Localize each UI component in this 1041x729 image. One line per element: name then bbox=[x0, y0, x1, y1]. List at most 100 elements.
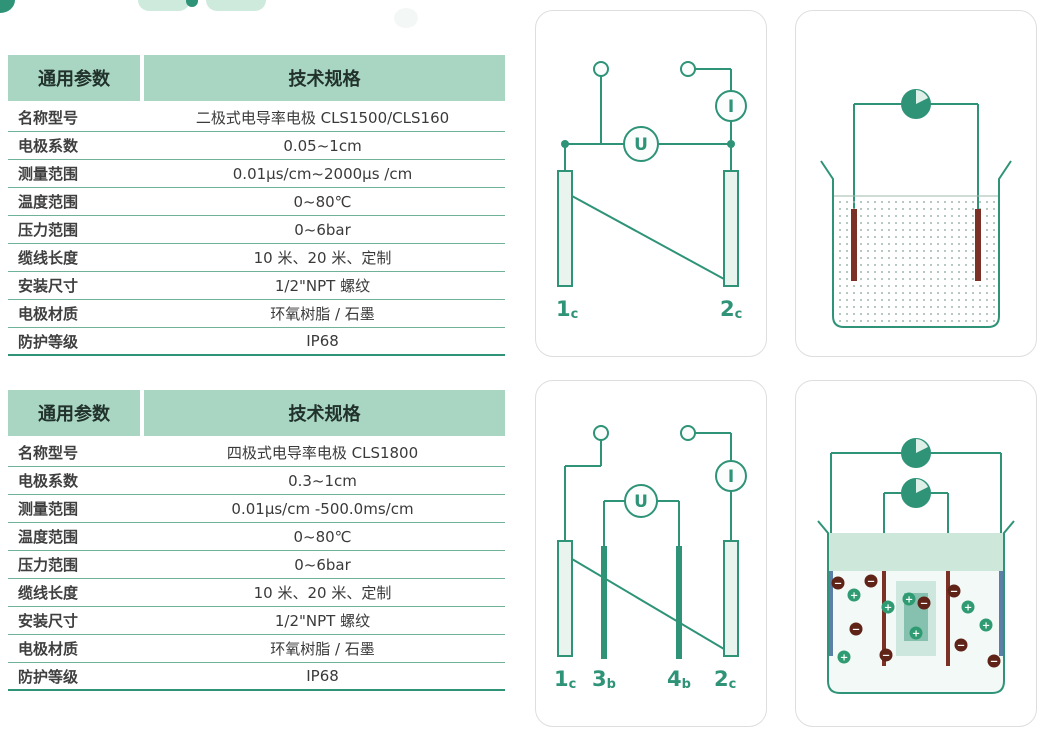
liquid-surface-band bbox=[828, 533, 1004, 571]
ammeter-label: I bbox=[728, 97, 734, 117]
terminal-icon bbox=[593, 425, 609, 441]
positive-ion: + bbox=[902, 592, 916, 606]
electrode-label-1c: 1c bbox=[556, 297, 578, 322]
table-row: 名称型号 四极式电导率电极 CLS1800 bbox=[8, 439, 505, 467]
svg-text:−: − bbox=[852, 625, 860, 636]
table-row: 防护等级 IP68 bbox=[8, 663, 505, 691]
spec-label: 名称型号 bbox=[18, 444, 79, 462]
electrode-right bbox=[975, 209, 981, 281]
electrode-4b bbox=[676, 546, 682, 659]
spec-label: 电极系数 bbox=[18, 472, 79, 490]
negative-ion: − bbox=[954, 638, 968, 652]
positive-ion: + bbox=[837, 650, 851, 664]
spec-value: 0~6bar bbox=[294, 555, 351, 574]
electrode-label-3b: 3b bbox=[592, 667, 616, 692]
table-row: 缆线长度 10 米、20 米、定制 bbox=[8, 579, 505, 607]
table-header: 通用参数 技术规格 bbox=[8, 390, 505, 436]
spec-value: 1/2"NPT 螺纹 bbox=[274, 277, 371, 295]
meter-gauge-icon bbox=[901, 478, 931, 508]
spec-value: 0.01μs/cm~2000μs /cm bbox=[232, 164, 413, 183]
decorative-blob bbox=[138, 0, 190, 11]
spec-value: 0~6bar bbox=[294, 220, 351, 239]
svg-text:+: + bbox=[850, 591, 858, 602]
electrode-1c bbox=[557, 540, 573, 657]
header-param-col: 通用参数 bbox=[8, 55, 140, 101]
liquid-region bbox=[834, 196, 998, 325]
positive-ion: + bbox=[909, 626, 923, 640]
meter-gauge-icon bbox=[901, 438, 931, 468]
outer-electrode-right bbox=[999, 571, 1003, 656]
svg-text:+: + bbox=[982, 621, 990, 632]
spec-value: 四极式电导率电极 CLS1800 bbox=[226, 444, 419, 462]
spec-label: 电极系数 bbox=[18, 137, 79, 155]
negative-ion: − bbox=[987, 654, 1001, 668]
junction-node bbox=[561, 140, 569, 148]
spec-label: 防护等级 bbox=[18, 332, 79, 351]
electrode-left bbox=[851, 209, 857, 281]
spec-value: 10 米、20 米、定制 bbox=[253, 584, 392, 602]
terminal-icon bbox=[593, 61, 609, 77]
spec-label: 测量范围 bbox=[18, 165, 79, 183]
spec-label: 测量范围 bbox=[18, 500, 79, 518]
voltmeter-label: U bbox=[634, 135, 648, 155]
voltmeter-label: U bbox=[634, 492, 648, 512]
table-row: 测量范围 0.01μs/cm~2000μs /cm bbox=[8, 160, 505, 188]
negative-ion: − bbox=[917, 596, 931, 610]
four-pole-circuit-diagram: I U 1c 3b 4b 2c bbox=[554, 425, 747, 692]
spec-label: 缆线长度 bbox=[18, 584, 79, 602]
two-pole-tank-diagram bbox=[820, 89, 1012, 328]
spec-label: 压力范围 bbox=[18, 556, 79, 574]
corner-decoration bbox=[0, 0, 15, 13]
liquid-region bbox=[828, 533, 1004, 693]
svg-text:−: − bbox=[882, 651, 890, 662]
negative-ion: − bbox=[879, 648, 893, 662]
four-pole-tank-diagram: − + − + − + − + − + − + − + − bbox=[817, 438, 1015, 694]
decorative-faint-dot bbox=[394, 8, 418, 28]
table-row: 电极材质环氧树脂 / 石墨 bbox=[8, 635, 505, 663]
spec-value: 1/2"NPT 螺纹 bbox=[274, 612, 371, 630]
two-pole-circuit-diagram: I U 1c 2c bbox=[556, 61, 747, 322]
svg-text:+: + bbox=[884, 603, 892, 614]
junction-node bbox=[727, 140, 735, 148]
spec-label: 安装尺寸 bbox=[18, 277, 79, 295]
voltmeter-icon bbox=[624, 484, 658, 518]
positive-ion: + bbox=[979, 618, 993, 632]
spec-label: 安装尺寸 bbox=[18, 612, 79, 630]
tank-outline bbox=[817, 520, 1015, 694]
svg-text:−: − bbox=[834, 579, 842, 590]
two-pole-circuit-card: I U 1c 2c bbox=[535, 10, 767, 357]
two-pole-tank-card bbox=[795, 10, 1037, 357]
spec-label: 温度范围 bbox=[18, 528, 79, 546]
svg-text:−: − bbox=[957, 641, 965, 652]
electrode-2c bbox=[723, 170, 739, 287]
positive-ion: + bbox=[961, 600, 975, 614]
terminal-icon bbox=[680, 61, 696, 77]
svg-text:−: − bbox=[950, 587, 958, 598]
electrode-label-1c: 1c bbox=[554, 667, 576, 692]
svg-text:−: − bbox=[867, 577, 875, 588]
spec-value: IP68 bbox=[306, 667, 339, 685]
spec-value: 环氧树脂 / 石墨 bbox=[270, 305, 375, 323]
svg-text:+: + bbox=[964, 603, 972, 614]
outer-electrode-left bbox=[829, 571, 833, 656]
spec-label: 名称型号 bbox=[18, 109, 79, 127]
header-spec-col: 技术规格 bbox=[144, 390, 505, 436]
svg-text:−: − bbox=[920, 599, 928, 610]
table-row: 压力范围 0~6bar bbox=[8, 551, 505, 579]
negative-ion: − bbox=[831, 576, 845, 590]
electrode-label-2c: 2c bbox=[714, 667, 736, 692]
electrode-1c bbox=[557, 170, 573, 287]
spec-label: 防护等级 bbox=[18, 667, 79, 686]
spec-value: 0~80℃ bbox=[293, 192, 352, 211]
svg-text:+: + bbox=[905, 595, 913, 606]
negative-ion: − bbox=[864, 574, 878, 588]
header-param-col: 通用参数 bbox=[8, 390, 140, 436]
ammeter-label: I bbox=[728, 467, 734, 487]
